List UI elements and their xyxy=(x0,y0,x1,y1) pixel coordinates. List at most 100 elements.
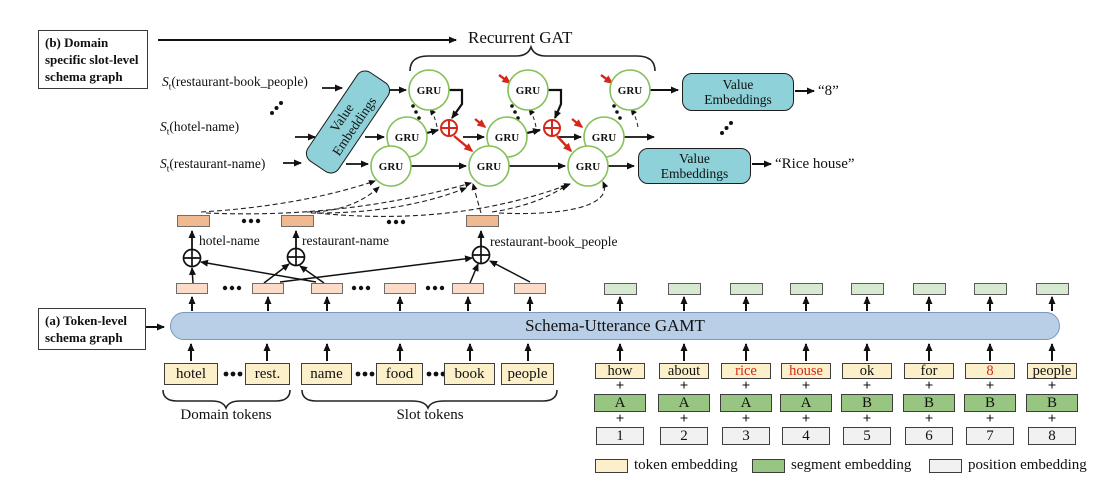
braces xyxy=(162,44,656,411)
utterance-token: house xyxy=(789,362,823,379)
red-arrow xyxy=(498,74,512,84)
legend-position-swatch xyxy=(929,459,962,473)
utterance-output-box xyxy=(1036,283,1069,295)
attention-dot xyxy=(417,116,421,120)
position-box: 7 xyxy=(966,427,1014,445)
attention-dot xyxy=(411,104,415,108)
slot-state-name: (restaurant-name) xyxy=(169,156,266,171)
gru-cells: GRU GRU GRU GRU GRU GRU GRU GRU GRU xyxy=(370,69,651,187)
slot-state-subscript: t xyxy=(166,127,170,138)
gru-cell-label: GRU xyxy=(618,85,643,97)
legend-segment-swatch xyxy=(752,459,785,473)
slot-state-symbol: S xyxy=(162,74,169,89)
utterance-token: 8 xyxy=(986,362,994,379)
segment-label: A xyxy=(614,394,626,411)
position-label: 3 xyxy=(742,427,750,444)
value-embeddings-label: Value Embeddings xyxy=(704,76,772,107)
dot xyxy=(393,219,399,225)
red-arrow xyxy=(600,74,614,84)
gru-cell-label: GRU xyxy=(576,161,601,173)
dot xyxy=(255,218,261,224)
gru-cell xyxy=(507,69,549,111)
schema-token: hotel xyxy=(176,365,206,382)
dot xyxy=(248,218,254,224)
utterance-token: for xyxy=(920,362,938,379)
attention-dot xyxy=(618,116,622,120)
segment-label: B xyxy=(1046,394,1057,411)
red-arrow xyxy=(474,118,487,128)
utterance-column: about + A + 2 xyxy=(657,363,711,445)
plus-sign: + xyxy=(801,411,811,427)
red-arrow xyxy=(556,135,573,153)
schema-output-box xyxy=(252,283,284,294)
dashed-link xyxy=(205,181,472,215)
position-label: 6 xyxy=(925,427,933,444)
red-arrow xyxy=(453,135,474,152)
position-box: 8 xyxy=(1028,427,1076,445)
plus-sign: + xyxy=(862,378,872,394)
utterance-column: how + A + 1 xyxy=(593,363,647,445)
dot xyxy=(236,285,242,291)
red-arrow xyxy=(571,118,584,128)
schema-output-box xyxy=(176,283,208,294)
dot xyxy=(369,371,375,377)
segment-box: B xyxy=(964,394,1016,412)
position-label: 1 xyxy=(616,427,624,444)
utterance-column: people + B + 8 xyxy=(1025,363,1079,445)
schema-token-box: food xyxy=(376,363,423,385)
position-box: 6 xyxy=(905,427,953,445)
schema-token-box: people xyxy=(501,363,554,385)
arrow xyxy=(548,88,563,119)
dot xyxy=(386,219,392,225)
dot xyxy=(729,121,733,125)
red-plus-node xyxy=(543,119,561,137)
red-update-arrows xyxy=(453,74,614,153)
utterance-token-box: how xyxy=(595,363,645,379)
utterance-column: rice + A + 3 xyxy=(719,363,773,445)
plus-sign: + xyxy=(924,411,934,427)
utterance-token-box: rice xyxy=(721,363,771,379)
slot-summary-box xyxy=(466,215,499,227)
plus-sign: + xyxy=(1047,378,1057,394)
token-aggregation-plus-nodes xyxy=(182,245,491,268)
gru-cell xyxy=(468,145,510,187)
recurrent-gat-title: Recurrent GAT xyxy=(468,28,573,47)
utterance-output-box xyxy=(913,283,946,295)
arrow xyxy=(526,128,541,135)
gru-cell xyxy=(370,145,412,187)
panel-a-label: (a) Token-level schema graph xyxy=(38,308,146,351)
utterance-output-box xyxy=(790,283,823,295)
segment-label: A xyxy=(678,394,690,411)
dot xyxy=(222,285,228,291)
plus-sign: + xyxy=(801,378,811,394)
gru-cell-label: GRU xyxy=(495,132,520,144)
utterance-token-box: people xyxy=(1027,363,1077,379)
slot-tokens-label: Slot tokens xyxy=(396,407,464,423)
arrow xyxy=(200,259,317,283)
utterance-token: rice xyxy=(735,362,757,379)
attention-dot xyxy=(612,104,616,108)
segment-label: B xyxy=(923,394,934,411)
plus-node xyxy=(471,245,491,265)
arrow xyxy=(188,267,196,284)
gamt-bar-label: Schema-Utterance GAMT xyxy=(525,316,705,335)
dot xyxy=(426,371,432,377)
arrow xyxy=(299,265,325,284)
plus-sign: + xyxy=(679,378,689,394)
legend-position-label: position embedding xyxy=(968,457,1087,473)
schema-token: book xyxy=(454,365,485,382)
position-label: 2 xyxy=(680,427,688,444)
red-fusion-plus-nodes xyxy=(440,119,561,137)
slot-summary-box xyxy=(177,215,210,227)
dot xyxy=(355,371,361,377)
dashed-link xyxy=(310,187,467,214)
schema-output-box xyxy=(311,283,343,294)
arrow xyxy=(279,255,473,283)
segment-label: A xyxy=(740,394,752,411)
plus-sign: + xyxy=(924,378,934,394)
value-embeddings-output-box: Value Embeddings xyxy=(638,148,751,184)
dot xyxy=(230,371,236,377)
slot-state-symbol: S xyxy=(160,156,167,171)
gru-cell xyxy=(567,145,609,187)
